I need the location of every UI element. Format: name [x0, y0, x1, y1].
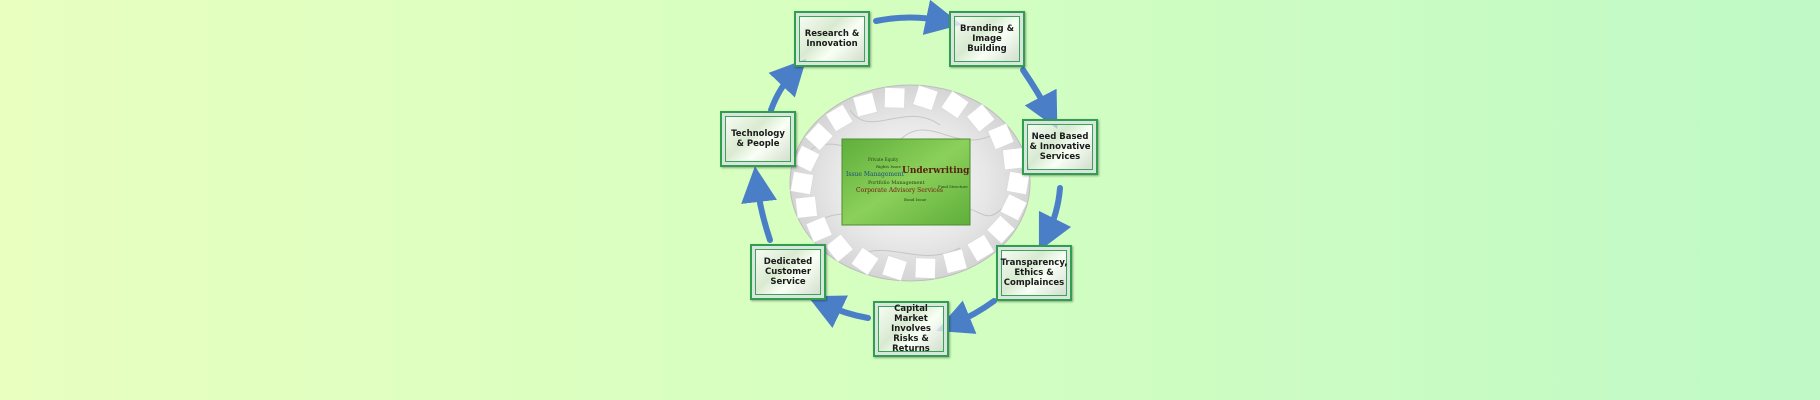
decorative-square	[795, 195, 818, 219]
flow-arrows	[741, 0, 1072, 334]
center-word-cloud: Private Equity Rights Issue Issue Manage…	[841, 138, 971, 226]
node-transparency-ethics: Transparency, Ethics & Complainces	[996, 245, 1072, 301]
node-technology-people: Technology & People	[720, 111, 796, 167]
node-branding-image: Branding & Image Building	[949, 11, 1025, 67]
arrow-technology-to-research	[768, 58, 807, 113]
decorative-square	[825, 103, 854, 133]
node-capital-market: Capital Market Involves Risks & Returns	[873, 301, 949, 357]
center-word-2: Rights Issue	[876, 164, 902, 169]
arrow-need-based-to-transparency	[1038, 185, 1072, 252]
node-dedicated-customer-service: Dedicated Customer Service	[750, 244, 826, 300]
node-need-based-services: Need Based & Innovative Services	[1022, 119, 1098, 175]
arrow-research-to-branding	[873, 0, 962, 36]
decorative-square	[912, 84, 939, 111]
decorative-square	[966, 103, 996, 133]
node-research-label: Research & Innovation	[804, 29, 860, 49]
decorative-square	[1006, 171, 1030, 195]
decorative-square	[790, 171, 814, 195]
center-word-title: Underwriting	[902, 166, 970, 176]
center-word-1: Private Equity	[868, 157, 899, 162]
center-word-6: Bond Issue	[904, 197, 927, 202]
node-research-innovation: Research & Innovation	[794, 11, 870, 67]
decorative-square	[792, 144, 821, 173]
node-branding-label: Branding & Image Building	[960, 24, 1014, 54]
decorative-square	[850, 246, 880, 276]
decorative-square	[805, 216, 833, 243]
decorative-square	[824, 233, 854, 263]
decorative-square	[966, 233, 995, 263]
center-word-7: Fund Structure	[938, 184, 968, 189]
decorative-square	[987, 123, 1015, 150]
decorative-square	[852, 92, 878, 118]
arrow-customer-to-technology	[741, 166, 777, 243]
decorative-square	[986, 214, 1016, 245]
decorative-square	[999, 193, 1028, 222]
center-word-4: Portfolio Management	[868, 180, 925, 186]
node-customer-service-label: Dedicated Customer Service	[763, 257, 813, 287]
decorative-square	[940, 90, 970, 120]
node-transparency-label: Transparency, Ethics & Complainces	[1000, 258, 1068, 288]
decorative-square	[881, 255, 908, 282]
node-technology-label: Technology & People	[731, 129, 785, 149]
decorative-square	[883, 87, 906, 109]
center-word-3: Issue Management	[846, 171, 905, 178]
arrow-branding-to-need-based	[1020, 67, 1058, 129]
arrow-transparency-to-capital	[936, 298, 997, 334]
decorative-squares-ring	[790, 84, 1030, 282]
decorative-square	[942, 248, 968, 274]
arrow-capital-to-customer	[807, 295, 871, 328]
decorative-square	[914, 257, 937, 279]
center-word-5: Corporate Advisory Services	[856, 187, 943, 194]
decorative-square	[804, 121, 834, 152]
node-capital-market-label: Capital Market Involves Risks & Returns	[891, 304, 931, 354]
node-need-based-label: Need Based & Innovative Services	[1029, 132, 1091, 162]
